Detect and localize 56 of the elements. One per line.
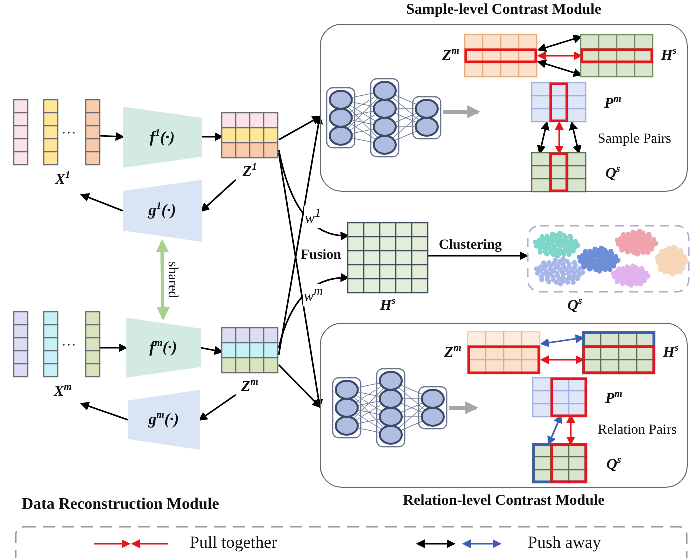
double-arrow bbox=[156, 239, 170, 321]
double-arrow bbox=[540, 356, 585, 364]
annotation-text: Sample Pairs bbox=[598, 132, 672, 148]
math-label: Q$^{s}$ bbox=[604, 164, 622, 184]
double-arrow bbox=[540, 334, 585, 348]
side-label: Fusion bbox=[301, 248, 342, 264]
double-arrow bbox=[537, 60, 583, 78]
arrow bbox=[278, 115, 324, 356]
arrow bbox=[449, 402, 479, 414]
math-label: Z$^{m}$ bbox=[444, 343, 462, 362]
arrow bbox=[278, 274, 350, 348]
double-arrow bbox=[569, 121, 582, 155]
arrow bbox=[200, 179, 237, 212]
arrow bbox=[278, 116, 322, 141]
annotation-text: Relation Pairs bbox=[598, 423, 677, 440]
math-label: P$^{m}$ bbox=[604, 94, 622, 114]
arrow bbox=[80, 193, 124, 212]
math-label: Z$^{1}$ bbox=[242, 162, 258, 182]
math-label: H$^{s}$ bbox=[660, 46, 678, 66]
arrow bbox=[200, 346, 224, 356]
double-arrow bbox=[537, 34, 583, 52]
math-label: H$^{s}$ bbox=[662, 343, 680, 362]
module-title: Relation-level Contrast Module bbox=[402, 493, 606, 510]
edge-label: w$^{m}$ bbox=[303, 284, 324, 306]
double-arrow bbox=[537, 121, 550, 155]
arrow bbox=[278, 364, 322, 408]
arrow bbox=[100, 132, 125, 142]
edge-label: Clustering bbox=[438, 238, 503, 254]
section-title: Data Reconstruction Module bbox=[22, 496, 220, 514]
arrow bbox=[443, 106, 481, 118]
double-arrow bbox=[537, 52, 583, 60]
edge-label: w$^{1}$ bbox=[304, 206, 322, 228]
math-label: Z$^{m}$ bbox=[442, 46, 460, 66]
function-label: g$^{m}$(·) bbox=[148, 410, 180, 430]
double-arrow bbox=[555, 121, 564, 155]
math-label: Q$^{s}$ bbox=[606, 455, 622, 474]
math-label: Q$^{s}$ bbox=[566, 296, 584, 316]
module-title: Sample-level Contrast Module bbox=[406, 2, 602, 20]
function-label: f$^{m}$(·) bbox=[148, 338, 178, 358]
arrow bbox=[278, 150, 350, 240]
function-label: f$^{1}$(·) bbox=[149, 128, 176, 148]
arrow bbox=[198, 394, 236, 422]
math-label: X$^{m}$ bbox=[52, 382, 73, 402]
arrow bbox=[80, 402, 128, 421]
arrow bbox=[428, 252, 529, 260]
math-label: P$^{m}$ bbox=[604, 389, 624, 408]
legend-label: Push away bbox=[528, 533, 602, 553]
edge-label: shared bbox=[164, 254, 180, 306]
arrow bbox=[202, 132, 224, 142]
neural-network-drawing bbox=[333, 368, 449, 448]
arrow bbox=[100, 344, 128, 352]
math-label: H$^{s}$ bbox=[379, 296, 397, 316]
math-label: X$^{1}$ bbox=[54, 170, 72, 190]
function-label: g$^{1}$(·) bbox=[147, 201, 178, 221]
legend-label: Pull together bbox=[190, 533, 278, 553]
math-label: Z$^{m}$ bbox=[240, 377, 260, 396]
